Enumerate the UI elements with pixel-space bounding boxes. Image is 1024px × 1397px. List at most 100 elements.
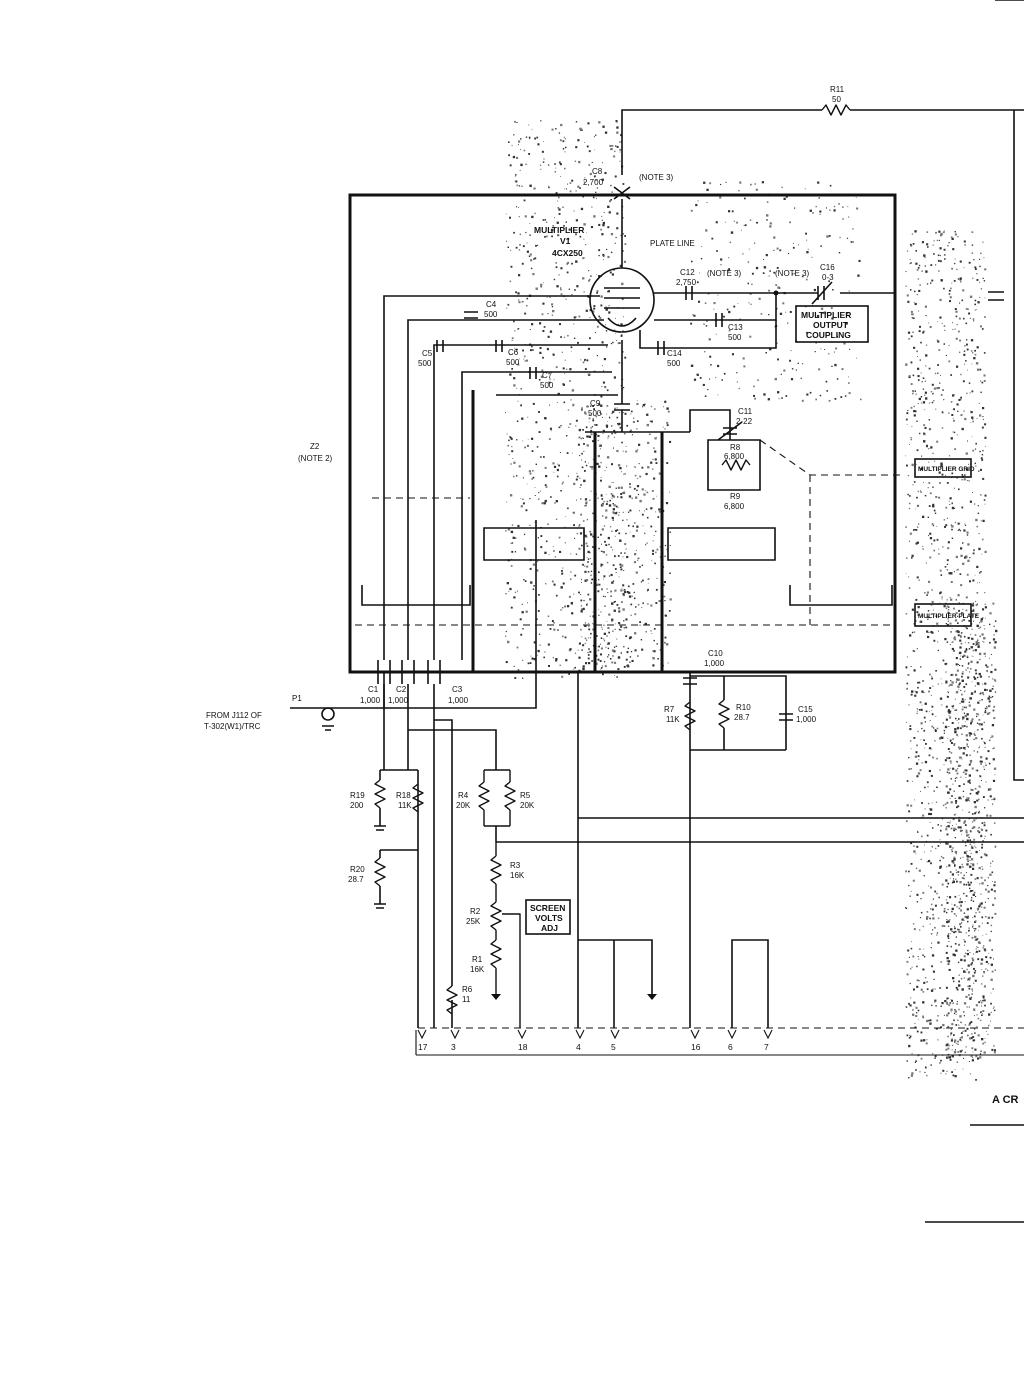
noise-speck bbox=[978, 718, 981, 721]
noise-speck bbox=[980, 1000, 982, 1002]
noise-speck bbox=[964, 1024, 967, 1026]
noise-speck bbox=[636, 525, 639, 528]
noise-speck bbox=[957, 630, 960, 634]
noise-speck bbox=[965, 844, 967, 847]
noise-speck bbox=[978, 470, 980, 472]
noise-speck bbox=[951, 931, 953, 933]
noise-speck bbox=[601, 386, 603, 387]
noise-speck bbox=[848, 376, 849, 378]
noise-speck bbox=[611, 530, 613, 532]
noise-speck bbox=[549, 404, 550, 406]
noise-speck bbox=[535, 287, 538, 290]
noise-speck bbox=[915, 1006, 918, 1009]
noise-speck bbox=[584, 461, 586, 463]
noise-speck bbox=[971, 363, 973, 365]
noise-speck bbox=[955, 337, 958, 340]
noise-speck bbox=[982, 946, 984, 949]
noise-speck bbox=[944, 663, 947, 666]
noise-speck bbox=[704, 395, 707, 397]
noise-speck bbox=[953, 507, 955, 509]
noise-speck bbox=[623, 491, 625, 494]
noise-speck bbox=[956, 760, 958, 763]
noise-speck bbox=[921, 704, 923, 706]
noise-speck bbox=[610, 493, 613, 495]
noise-speck bbox=[628, 591, 631, 594]
noise-speck bbox=[978, 905, 981, 908]
noise-speck bbox=[614, 175, 617, 178]
noise-speck bbox=[939, 255, 941, 257]
noise-speck bbox=[529, 524, 531, 527]
noise-speck bbox=[920, 341, 922, 344]
noise-speck bbox=[522, 659, 524, 661]
noise-speck bbox=[967, 797, 970, 800]
noise-speck bbox=[948, 455, 951, 457]
noise-speck bbox=[978, 644, 980, 646]
noise-speck bbox=[991, 799, 993, 801]
noise-speck bbox=[988, 695, 991, 698]
noise-speck bbox=[992, 988, 994, 990]
noise-speck bbox=[982, 935, 984, 936]
noise-speck bbox=[607, 435, 610, 437]
noise-speck bbox=[669, 598, 672, 601]
noise-speck bbox=[955, 853, 957, 855]
noise-speck bbox=[968, 648, 971, 650]
noise-speck bbox=[979, 265, 981, 268]
noise-speck bbox=[630, 614, 632, 616]
noise-speck bbox=[992, 678, 994, 680]
noise-speck bbox=[969, 759, 973, 763]
noise-speck bbox=[602, 429, 605, 432]
noise-speck bbox=[575, 146, 578, 149]
noise-speck bbox=[623, 473, 625, 475]
noise-speck bbox=[564, 373, 566, 375]
noise-speck bbox=[976, 346, 979, 349]
noise-speck bbox=[952, 1074, 955, 1077]
noise-speck bbox=[968, 1006, 970, 1008]
noise-speck bbox=[966, 968, 968, 971]
noise-speck bbox=[984, 949, 987, 952]
noise-speck bbox=[582, 520, 585, 522]
noise-speck bbox=[614, 431, 617, 434]
noise-speck bbox=[984, 316, 986, 318]
noise-speck bbox=[992, 709, 995, 712]
noise-speck bbox=[925, 344, 928, 346]
noise-speck bbox=[982, 277, 984, 279]
noise-speck bbox=[976, 799, 979, 802]
noise-speck bbox=[983, 280, 986, 282]
noise-speck bbox=[959, 530, 961, 532]
noise-speck bbox=[965, 853, 967, 855]
noise-speck bbox=[934, 740, 936, 742]
noise-speck bbox=[961, 922, 963, 924]
noise-speck bbox=[979, 450, 981, 453]
noise-speck bbox=[528, 153, 531, 155]
noise-speck bbox=[911, 463, 914, 467]
noise-speck bbox=[966, 858, 969, 861]
noise-speck bbox=[954, 262, 956, 265]
noise-speck bbox=[950, 1008, 953, 1011]
noise-speck bbox=[603, 575, 606, 578]
noise-speck bbox=[975, 938, 978, 941]
noise-speck bbox=[592, 458, 594, 460]
noise-speck bbox=[950, 287, 952, 290]
noise-speck bbox=[939, 769, 941, 771]
noise-speck bbox=[991, 664, 993, 666]
noise-speck bbox=[950, 794, 953, 797]
noise-speck bbox=[975, 950, 978, 953]
noise-speck bbox=[992, 685, 994, 687]
noise-speck bbox=[559, 550, 562, 553]
r5-resistor bbox=[504, 770, 516, 826]
noise-speck bbox=[981, 846, 983, 849]
noise-speck bbox=[961, 725, 964, 728]
noise-speck bbox=[918, 289, 921, 292]
noise-speck bbox=[691, 260, 693, 263]
noise-speck bbox=[950, 290, 952, 291]
noise-speck bbox=[993, 1009, 996, 1012]
noise-speck bbox=[924, 808, 926, 810]
noise-speck bbox=[715, 377, 717, 379]
noise-speck bbox=[737, 303, 739, 305]
noise-speck bbox=[938, 548, 940, 550]
noise-speck bbox=[988, 1013, 991, 1016]
noise-speck bbox=[958, 980, 960, 983]
noise-speck bbox=[618, 422, 621, 426]
noise-speck bbox=[587, 657, 590, 660]
noise-speck bbox=[820, 348, 822, 350]
